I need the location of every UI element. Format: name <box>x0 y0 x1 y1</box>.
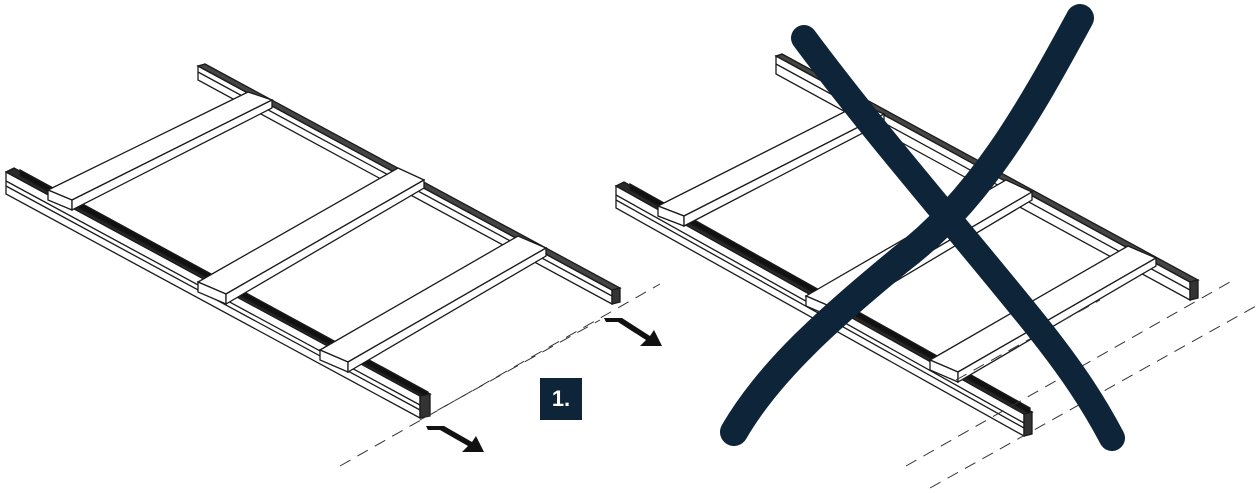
arrow-icon <box>426 426 484 452</box>
cross-board-3 <box>318 235 548 374</box>
cross-icon <box>720 4 1125 451</box>
cross-board-1 <box>46 91 274 212</box>
incorrect-assembly <box>614 4 1257 489</box>
cross-board-1 <box>656 103 886 228</box>
cross-board-3 <box>928 245 1158 384</box>
arrow-icon <box>604 318 662 346</box>
step-number-badge: 1. <box>540 378 582 420</box>
cross-board-2 <box>196 167 426 306</box>
alignment-guides <box>339 283 661 467</box>
correct-assembly <box>4 63 662 467</box>
